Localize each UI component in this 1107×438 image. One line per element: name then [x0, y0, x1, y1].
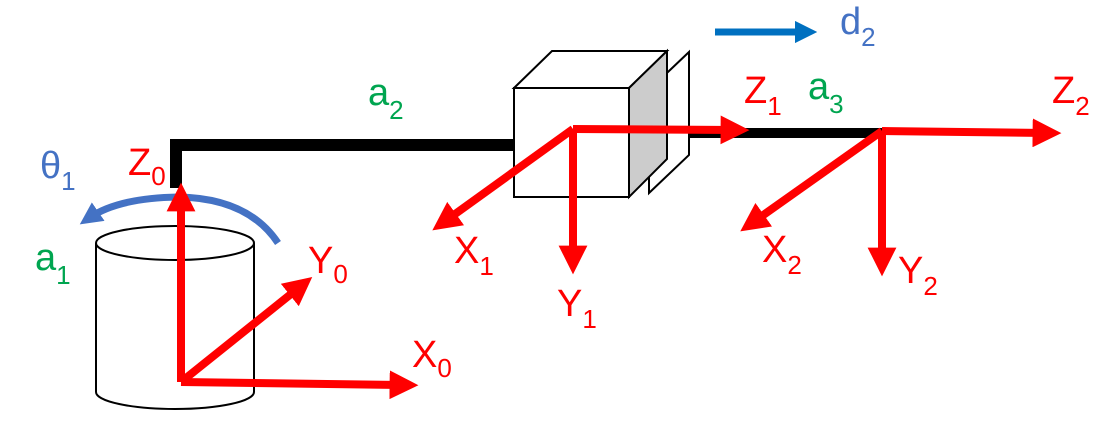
label-z1: Z1	[744, 70, 782, 121]
x2-axis-arrow	[740, 127, 885, 232]
y0-axis-arrow	[178, 277, 313, 386]
label-y2: Y2	[898, 250, 938, 301]
label-y1: Y1	[557, 283, 597, 334]
label-a2: a2	[368, 72, 404, 125]
label-x1: X1	[454, 230, 494, 281]
label-x2: X2	[762, 229, 802, 280]
x0-axis-arrow	[180, 370, 419, 400]
label-x0: X0	[412, 334, 452, 383]
cylinder-body	[95, 243, 255, 410]
frame-2-axes	[740, 118, 1062, 277]
prismatic-slider-block	[511, 48, 690, 200]
link-a2	[170, 139, 515, 188]
label-y0: Y0	[308, 240, 348, 289]
z1-axis-arrow	[572, 115, 750, 145]
label-a3: a3	[808, 66, 844, 119]
x1-axis-arrow	[432, 125, 576, 231]
frame-1-axes	[432, 115, 750, 275]
label-theta1: θ1	[40, 145, 76, 196]
label-d2: d2	[840, 1, 876, 52]
base-cylinder	[95, 225, 255, 410]
z2-axis-arrow	[881, 118, 1062, 148]
frame-0-axes	[166, 182, 419, 400]
label-z0: Z0	[128, 142, 166, 191]
label-z2: Z2	[1052, 70, 1090, 121]
label-a1: a1	[35, 237, 71, 290]
cylinder-top	[95, 225, 255, 261]
